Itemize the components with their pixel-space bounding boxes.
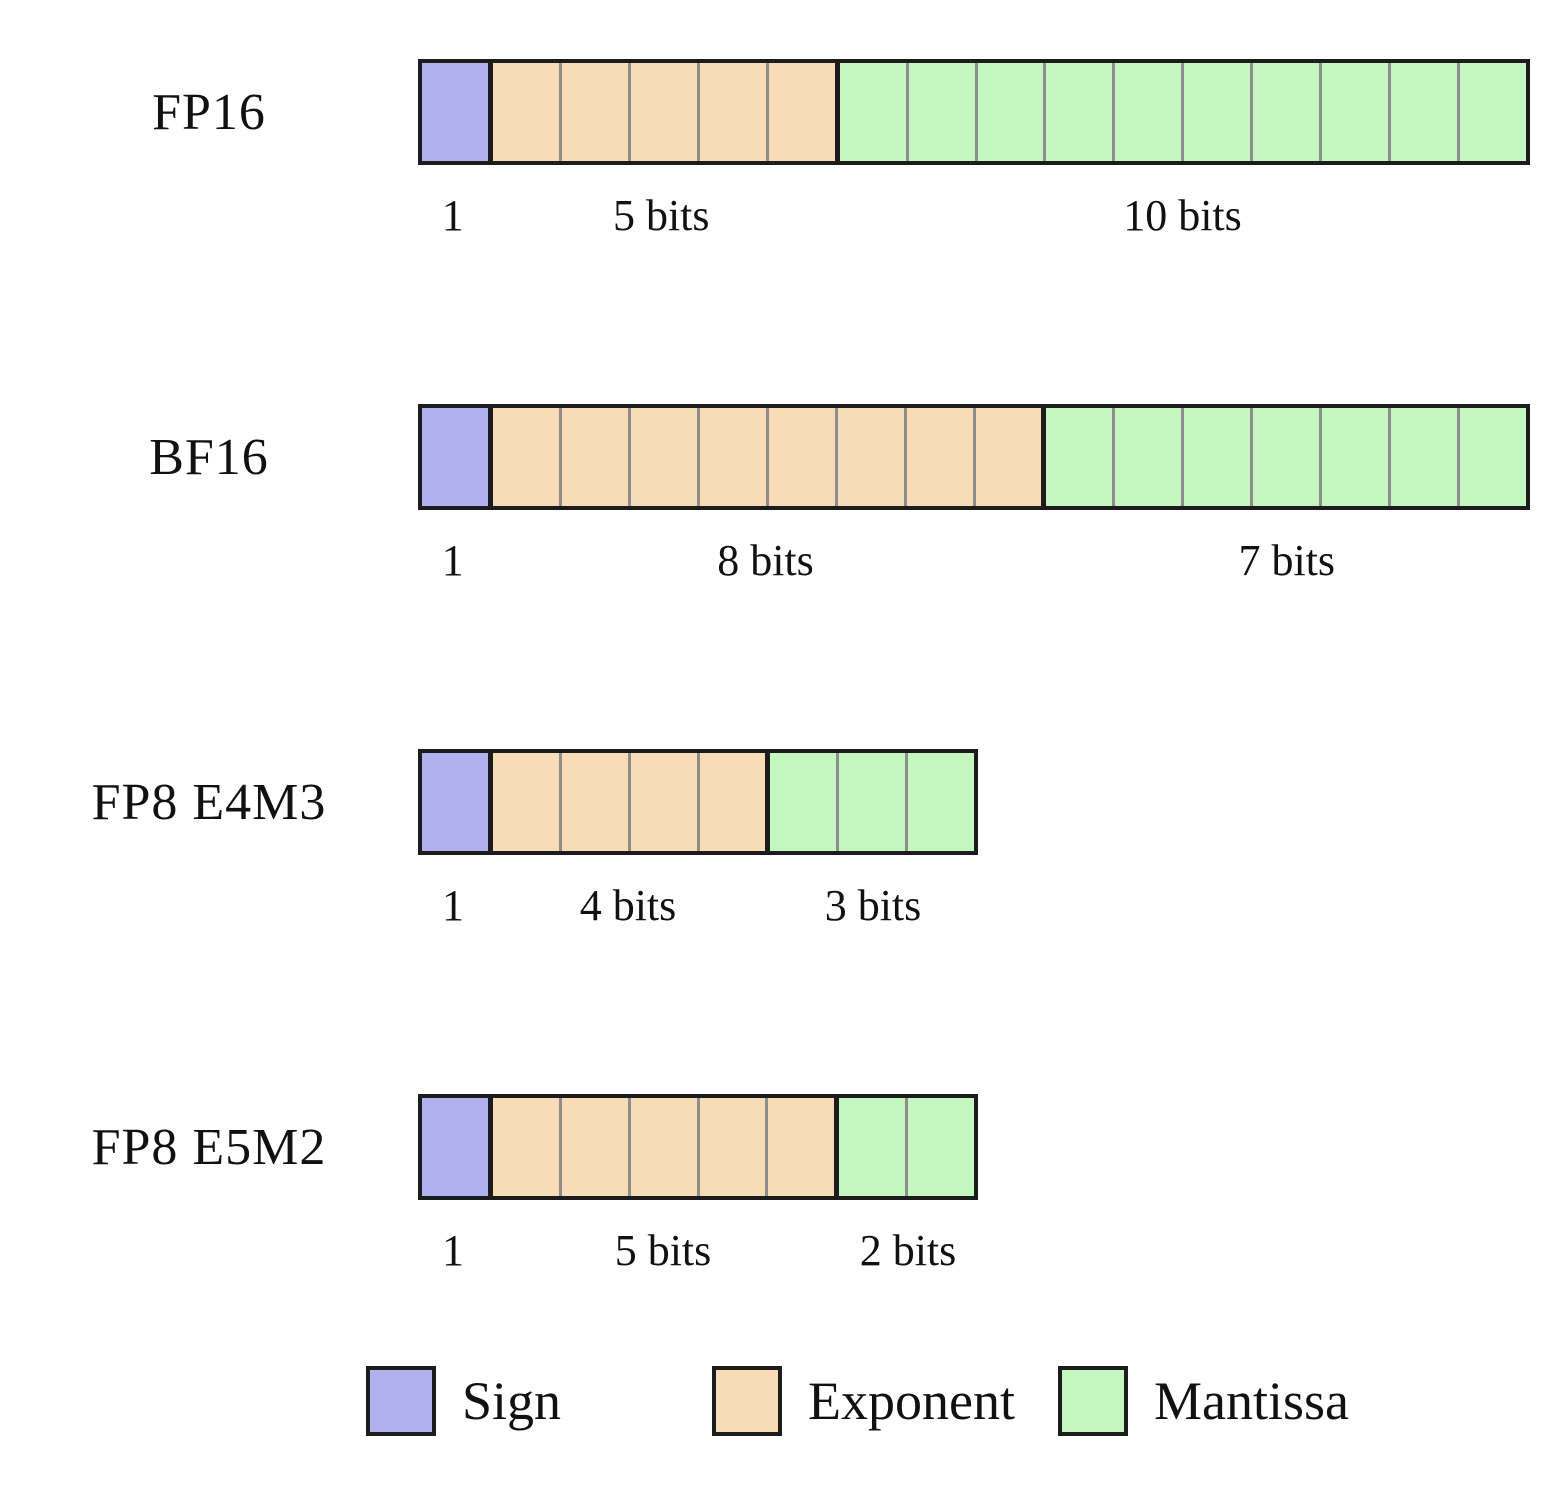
legend-label: Exponent <box>808 1371 1015 1431</box>
exponent-bit-cell <box>627 753 697 851</box>
format-row-label: FP8 E5M2 <box>91 1118 327 1176</box>
exponent-bit-cell <box>696 63 766 161</box>
exponent-bit-cell <box>834 408 904 506</box>
format-row: FP8 E5M2 1 5 bits 2 bits <box>0 1094 1558 1324</box>
exponent-bit-cell <box>696 1098 766 1196</box>
exponent-bit-cell <box>558 63 628 161</box>
mantissa-bit-cell <box>905 63 975 161</box>
exponent-bit-cell <box>903 408 973 506</box>
exponent-bit-cell <box>558 753 628 851</box>
exponent-bit-cell <box>627 1098 697 1196</box>
exponent-bits-label: 8 bits <box>717 535 814 585</box>
sign-bit-cell <box>422 1098 488 1196</box>
mantissa-bit-cell <box>1457 408 1526 506</box>
exponent-bit-cell <box>765 1098 835 1196</box>
mantissa-bit-cell <box>1112 408 1182 506</box>
bit-bar <box>418 59 1530 165</box>
mantissa-bit-cell <box>905 753 974 851</box>
format-row-label: FP8 E4M3 <box>91 773 327 831</box>
mantissa-bit-cell <box>1319 63 1389 161</box>
exponent-bit-cell <box>627 63 697 161</box>
bit-bar <box>418 404 1530 510</box>
mantissa-bits-label: 2 bits <box>859 1225 957 1275</box>
exponent-bit-cell <box>487 63 559 161</box>
mantissa-bit-cell <box>1388 408 1458 506</box>
legend-label: Mantissa <box>1154 1371 1349 1431</box>
exponent-bits-label: 5 bits <box>612 190 710 240</box>
sign-bits-label: 1 <box>441 190 464 240</box>
mantissa-bit-cell <box>1112 63 1182 161</box>
bit-group-labels: 1 5 bits 2 bits <box>418 1222 978 1278</box>
mantissa-bit-cell <box>1043 63 1113 161</box>
mantissa-bit-cell <box>905 1098 974 1196</box>
legend-item-exponent: Exponent <box>712 1366 1015 1436</box>
exponent-bit-cell <box>696 408 766 506</box>
exponent-bit-cell <box>487 753 559 851</box>
mantissa-bits-label: 7 bits <box>1238 535 1336 585</box>
sign-bits-label: 1 <box>442 880 464 930</box>
mantissa-bit-cell <box>1041 408 1113 506</box>
format-row: FP8 E4M3 1 4 bits 3 bits <box>0 749 1558 979</box>
bit-group-labels: 1 4 bits 3 bits <box>418 877 978 933</box>
bit-bar <box>418 1094 978 1200</box>
legend-item-sign: Sign <box>366 1366 561 1436</box>
mantissa-bits-label: 3 bits <box>824 880 922 930</box>
sign-bit-cell <box>422 63 488 161</box>
mantissa-bits-label: 10 bits <box>1123 190 1242 240</box>
exponent-bit-cell <box>487 1098 559 1196</box>
legend: Sign Exponent Mantissa <box>0 1366 1558 1446</box>
exponent-bit-cell <box>765 408 835 506</box>
exponent-color-swatch <box>712 1366 782 1436</box>
mantissa-bit-cell <box>1319 408 1389 506</box>
sign-bits-label: 1 <box>441 535 464 585</box>
exponent-bit-cell <box>765 63 835 161</box>
mantissa-bit-cell <box>765 753 837 851</box>
format-row: FP16 1 5 bits 10 bits <box>0 59 1558 289</box>
sign-color-swatch <box>366 1366 436 1436</box>
legend-label: Sign <box>462 1371 562 1431</box>
sign-bit-cell <box>422 408 488 506</box>
mantissa-bit-cell <box>974 63 1044 161</box>
exponent-bit-cell <box>627 408 697 506</box>
mantissa-bit-cell <box>836 753 906 851</box>
exponent-bit-cell <box>972 408 1042 506</box>
bit-bar <box>418 749 978 855</box>
format-row: BF16 1 8 bits 7 bits <box>0 404 1558 634</box>
sign-bit-cell <box>422 753 488 851</box>
mantissa-bit-cell <box>1388 63 1458 161</box>
format-row-label: FP16 <box>152 83 266 141</box>
format-row-label: BF16 <box>149 428 269 486</box>
exponent-bit-cell <box>487 408 559 506</box>
mantissa-bit-cell <box>1181 63 1251 161</box>
mantissa-bit-cell <box>1181 408 1251 506</box>
bit-group-labels: 1 5 bits 10 bits <box>418 187 1530 243</box>
bit-group-labels: 1 8 bits 7 bits <box>418 532 1530 588</box>
mantissa-bit-cell <box>1250 63 1320 161</box>
exponent-bit-cell <box>558 408 628 506</box>
legend-item-mantissa: Mantissa <box>1058 1366 1349 1436</box>
sign-bits-label: 1 <box>442 1225 464 1275</box>
mantissa-bit-cell <box>1457 63 1526 161</box>
mantissa-bit-cell <box>1250 408 1320 506</box>
mantissa-bit-cell <box>834 1098 906 1196</box>
exponent-bits-label: 4 bits <box>579 880 677 930</box>
mantissa-bit-cell <box>834 63 906 161</box>
exponent-bits-label: 5 bits <box>614 1225 712 1275</box>
mantissa-color-swatch <box>1058 1366 1128 1436</box>
exponent-bit-cell <box>696 753 766 851</box>
exponent-bit-cell <box>558 1098 628 1196</box>
